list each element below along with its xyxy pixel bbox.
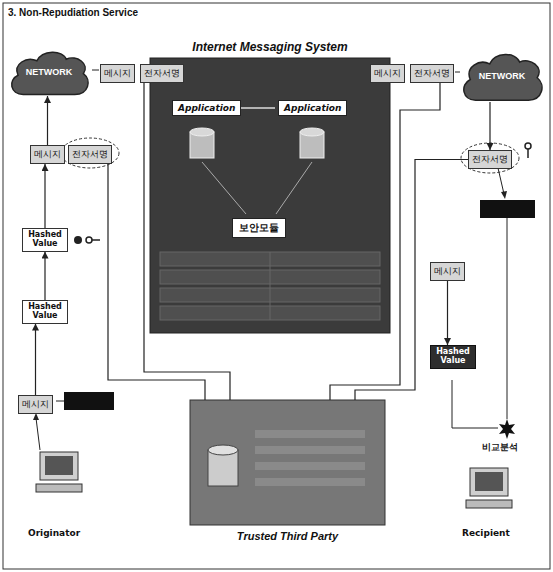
panel-row [255, 446, 365, 454]
compare-star [499, 419, 515, 439]
region-heading: Trusted Third Party [190, 530, 385, 542]
data-box: 전자서명 [68, 145, 112, 164]
region-heading: Internet Messaging System [150, 40, 390, 54]
diagram-title: 3. Non-Repudiation Service [8, 7, 138, 18]
node-label: 전자서명 [144, 67, 180, 80]
keyboard [466, 500, 512, 508]
connector [44, 164, 45, 228]
leader-line [92, 70, 99, 71]
node-label: Application [178, 103, 235, 113]
node-label: 보안모듈 [239, 221, 279, 235]
connector [489, 102, 490, 150]
data-box: 전자서명 [410, 64, 454, 83]
application-box: Application [278, 100, 347, 116]
data-box: 메시지 [30, 145, 65, 164]
database-symbol [190, 128, 324, 158]
screen [45, 456, 73, 475]
key-ring [86, 237, 92, 243]
highlight-circle [61, 138, 119, 168]
app-link [240, 107, 275, 109]
hash-box: Hashed Value [22, 228, 68, 252]
frame [3, 3, 550, 569]
monitor [40, 452, 78, 480]
panel-row [255, 430, 365, 438]
leader-line [455, 72, 460, 73]
connector [47, 96, 48, 145]
module-box: 보안모듈 [232, 218, 286, 238]
third-party-panel [190, 400, 385, 525]
node-label: 메시지 [22, 398, 49, 411]
leader-line [56, 401, 64, 402]
node-label: Hashed Value [26, 303, 64, 321]
key-stem [527, 149, 529, 158]
connector [330, 83, 440, 400]
module-wire [276, 162, 312, 214]
panel-divider [270, 252, 271, 320]
node-label: 메시지 [34, 148, 61, 161]
data-box: 메시지 [430, 262, 465, 281]
node-label: 전자서명 [472, 153, 508, 166]
screen [475, 472, 503, 491]
system-panel [150, 58, 390, 333]
system-region: Trusted Third Party [190, 400, 385, 545]
arrow-head [501, 191, 507, 199]
node-label: Hashed Value [434, 348, 472, 366]
flow-line [498, 168, 504, 194]
flow-line [452, 380, 498, 428]
actor-label: Recipient [462, 528, 510, 538]
key-stem [92, 239, 100, 241]
hash-box: Hashed Value [430, 345, 476, 369]
node-label: NETWORK [479, 71, 526, 81]
node-label: 메시지 [374, 67, 401, 80]
connector [108, 164, 205, 400]
connector [35, 324, 36, 395]
hash-box: Hashed Value [22, 300, 68, 324]
computer-icon [36, 452, 82, 492]
flow-line [507, 218, 508, 419]
database-top [208, 445, 238, 455]
cloud-outline [464, 55, 542, 101]
operation-dot [74, 236, 82, 244]
node-label: 메시지 [104, 67, 131, 80]
note-label: 비교분석 [482, 441, 518, 454]
decrypt-box [480, 200, 535, 218]
keyboard [36, 484, 82, 492]
cloud-outline [12, 52, 88, 94]
data-box: 전자서명 [468, 150, 512, 169]
key-symbol [525, 143, 531, 158]
data-box: 메시지 [18, 395, 53, 414]
connector [44, 252, 45, 300]
panel-rows [160, 252, 380, 320]
panel-row [255, 478, 365, 486]
data-box: 전자서명 [140, 64, 184, 83]
monitor [470, 468, 508, 496]
application-box: Application [172, 100, 241, 116]
node-label: 전자서명 [72, 148, 108, 161]
network-cloud: NETWORK [6, 48, 92, 96]
data-box: 메시지 [370, 64, 405, 83]
network-cloud: NETWORK [458, 50, 546, 102]
node-label: 메시지 [434, 265, 461, 278]
node-label: Hashed Value [26, 231, 64, 249]
flow-line [36, 418, 40, 450]
connector [447, 281, 448, 345]
database-top [300, 128, 324, 136]
key-symbol [86, 237, 100, 243]
node-label: NETWORK [26, 67, 73, 77]
data-box: 메시지 [100, 64, 135, 83]
hash-function-box [64, 392, 114, 410]
computer-icon [466, 468, 512, 508]
node-label: 전자서명 [414, 67, 450, 80]
actor-label: Originator [28, 528, 80, 538]
panel-row [255, 462, 365, 470]
arrow-head [33, 413, 39, 420]
third-party-database [208, 430, 365, 486]
key-ring [525, 143, 531, 149]
module-wire [202, 162, 246, 214]
node-label: Application [284, 103, 341, 113]
connector [144, 83, 230, 400]
database-top [190, 128, 214, 136]
system-region: Internet Messaging SystemApplication Appl… [150, 38, 390, 333]
